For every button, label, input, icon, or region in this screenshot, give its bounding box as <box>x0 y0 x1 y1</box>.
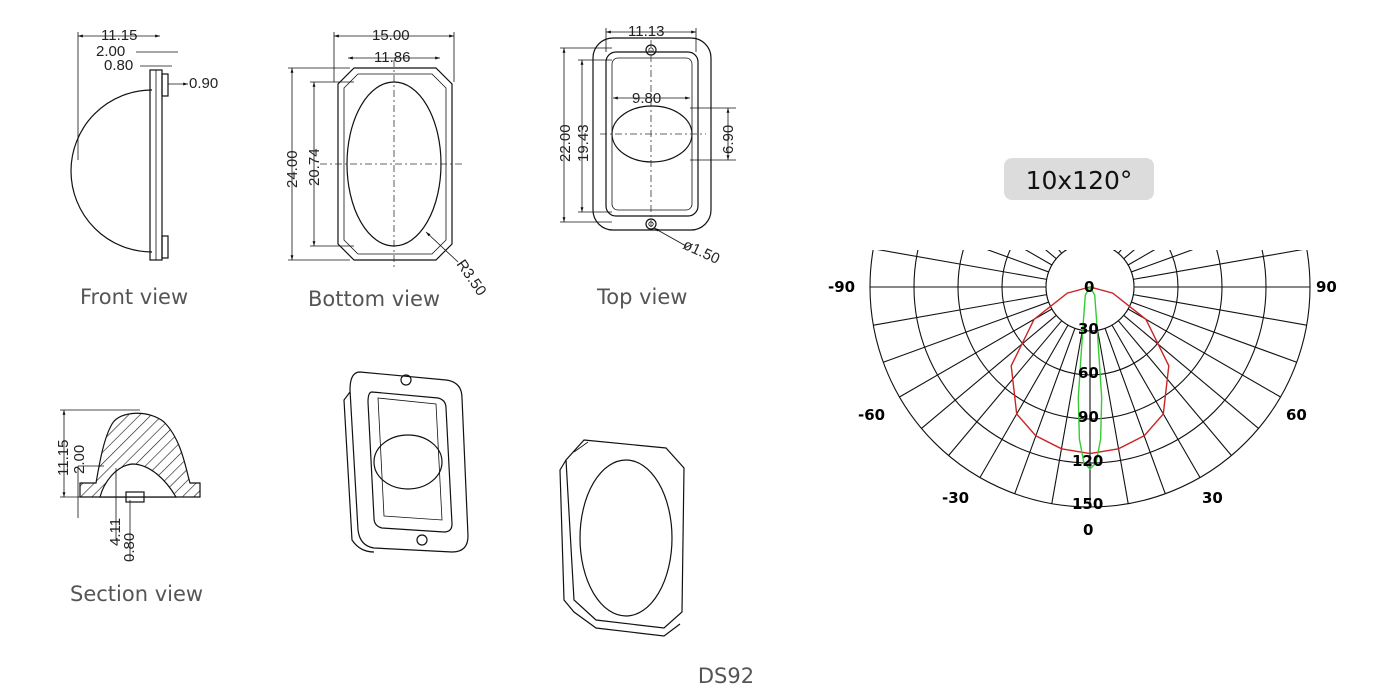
section-b1-label: 4.11 <box>107 518 124 546</box>
polar-angle-label-left-60: -60 <box>858 406 885 424</box>
bottom-outline <box>337 67 453 261</box>
polar-spoke <box>1117 320 1232 456</box>
section-hatched-body <box>79 412 201 498</box>
iso-bottom-lens <box>579 459 673 617</box>
polar-spoke <box>1127 308 1281 398</box>
top-inner-height-label: 19.43 <box>575 124 592 162</box>
top-height-label: 22.00 <box>557 124 574 162</box>
polar-angle-label-left-90: -90 <box>828 278 855 296</box>
bottom-radius-label: R3.50 <box>453 257 490 300</box>
front-view-label: Front view <box>80 285 188 309</box>
polar-spoke <box>1133 294 1307 326</box>
polar-angle-label-right-30: 30 <box>1202 489 1223 507</box>
polar-spoke <box>1127 250 1156 266</box>
section-view: 11.15 2.00 4.11 0.80 Section view <box>55 409 203 606</box>
polar-spoke <box>1104 328 1166 494</box>
polar-spoke <box>1111 324 1201 478</box>
polar-spoke <box>979 324 1069 478</box>
iso-view-top <box>343 371 469 553</box>
polar-radial-label-90: 90 <box>1078 408 1099 426</box>
polar-angle-label-right-60: 60 <box>1286 406 1307 424</box>
polar-spoke <box>1052 70 1083 243</box>
iso-view-bottom <box>559 439 685 637</box>
polar-spoke <box>1133 250 1304 280</box>
bottom-view: 15.00 11.86 24.00 20.74 R3.50 Bottom vie… <box>284 27 490 311</box>
front-w3-label: 0.80 <box>104 57 133 74</box>
polar-spoke <box>1024 250 1053 266</box>
top-hole-label: ø1.50 <box>680 236 722 268</box>
model-name: DS92 <box>698 664 754 688</box>
front-pin-label: 0.90 <box>189 75 218 92</box>
bottom-inner-width-label: 11.86 <box>374 49 410 66</box>
beam-angle-badge: 10x120° <box>1004 158 1154 200</box>
polar-radial-label-150: 150 <box>1072 495 1103 513</box>
polar-angle-label-bottom-0: 0 <box>1083 521 1093 539</box>
polar-spoke <box>921 314 1057 429</box>
polar-radial-label-30: 30 <box>1078 320 1099 338</box>
polar-angle-label-right-90: 90 <box>1316 278 1337 296</box>
front-view: 11.15 2.00 0.80 0.90 Front view <box>70 27 218 309</box>
top-outer-frame <box>592 37 712 231</box>
polar-spoke <box>948 320 1063 456</box>
section-view-label: Section view <box>70 582 203 606</box>
polar-spoke <box>1097 330 1129 504</box>
polar-spoke <box>1123 314 1259 429</box>
top-width-label: 11.13 <box>628 23 664 40</box>
polar-series-curve-0 <box>1010 286 1170 455</box>
section-b2-label: 0.80 <box>121 533 138 562</box>
polar-series-curve-1 <box>1077 285 1103 470</box>
top-hole-lower <box>645 218 657 230</box>
bottom-inner-height-label: 20.74 <box>306 148 323 186</box>
top-inner-width-label: 9.80 <box>632 90 661 107</box>
polar-radial-label-120: 120 <box>1072 452 1103 470</box>
polar-spoke <box>899 308 1053 398</box>
bottom-width-label: 15.00 <box>372 27 410 44</box>
polar-series <box>1010 285 1170 470</box>
beam-angle-text: 10x120° <box>1026 166 1133 195</box>
polar-spoke <box>1051 330 1083 504</box>
top-lens-height-label: 6.90 <box>720 125 737 154</box>
polar-spoke <box>1098 70 1129 243</box>
polar-spoke <box>883 301 1049 363</box>
section-h2-label: 2.00 <box>71 445 88 474</box>
polar-spoke <box>1014 328 1076 494</box>
front-w2-label: 2.00 <box>96 43 125 60</box>
polar-distribution-chart: -90 -60 -30 90 60 30 0 0 30 60 90 120 15… <box>828 70 1337 539</box>
polar-spoke <box>873 294 1047 326</box>
polar-spoke <box>876 250 1047 280</box>
bottom-view-label: Bottom view <box>308 287 440 311</box>
polar-radial-label-0: 0 <box>1084 278 1094 296</box>
polar-grid <box>869 70 1311 508</box>
front-width-label: 11.15 <box>101 27 137 44</box>
iso-top-lens <box>373 434 443 490</box>
top-view-label: Top view <box>596 285 687 309</box>
top-view: 11.13 9.80 22.00 19.43 6.90 ø1.50 Top vi… <box>557 23 737 309</box>
polar-radial-label-60: 60 <box>1078 364 1099 382</box>
polar-spoke <box>986 250 1049 273</box>
polar-spoke <box>1131 250 1194 273</box>
bottom-height-label: 24.00 <box>284 150 301 188</box>
polar-angle-label-left-30: -30 <box>942 489 969 507</box>
polar-center <box>1045 250 1135 332</box>
polar-spoke <box>1131 301 1297 363</box>
front-dome <box>70 89 153 253</box>
section-height-label: 11.15 <box>55 440 72 476</box>
